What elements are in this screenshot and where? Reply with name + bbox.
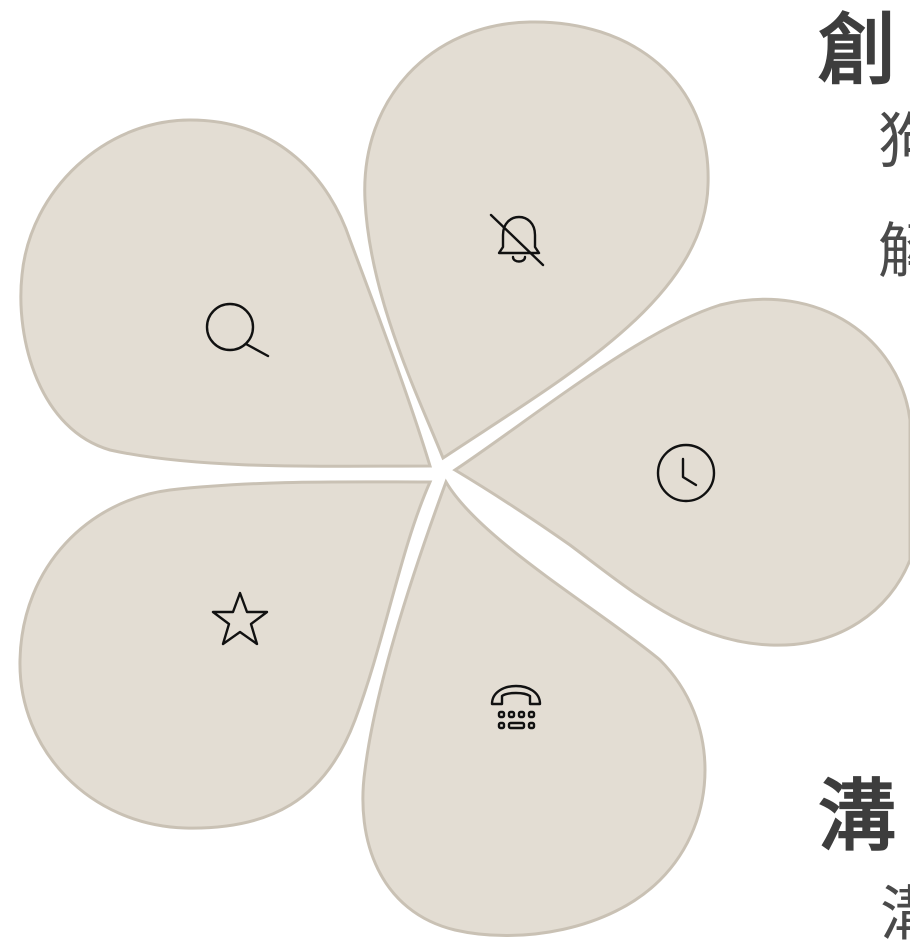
petal-top[interactable] [363, 20, 710, 461]
petal-right[interactable] [452, 297, 910, 647]
top-text-line-1: 狗 [878, 107, 910, 177]
search-icon [205, 302, 270, 358]
bottom-heading: 溝 [818, 772, 897, 862]
top-text-line-2: 解 [878, 217, 910, 287]
bottom-text-line-1: 溝 [880, 885, 910, 943]
clock-icon [656, 443, 716, 503]
top-heading: 創 [818, 6, 897, 96]
star-icon [211, 591, 269, 646]
phone-keypad-icon [490, 684, 542, 730]
petal-upper-left[interactable] [19, 118, 433, 468]
bell-slash-icon [489, 213, 545, 267]
petal-lower-left[interactable] [18, 480, 433, 830]
petal-bottom[interactable] [361, 478, 707, 938]
